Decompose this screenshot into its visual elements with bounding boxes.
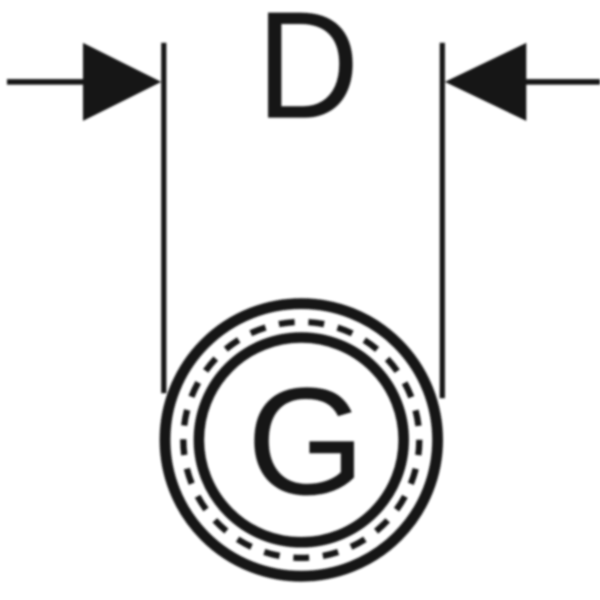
right-arrowhead-icon <box>444 42 527 121</box>
pipe-inner-ring <box>193 332 409 548</box>
diagram-ink-group: D G <box>7 0 600 582</box>
left-extension-line <box>161 42 167 394</box>
pipe-cross-section <box>159 298 443 582</box>
pipe-outer-ring <box>159 298 443 582</box>
left-arrowhead-icon <box>83 42 162 121</box>
dimension-label: D <box>256 0 359 151</box>
right-extension-line <box>439 42 445 399</box>
left-dimension-line <box>7 79 87 85</box>
circle-label: G <box>247 357 366 527</box>
pipe-dashed-ring <box>180 318 423 562</box>
right-dimension-line <box>523 79 600 85</box>
